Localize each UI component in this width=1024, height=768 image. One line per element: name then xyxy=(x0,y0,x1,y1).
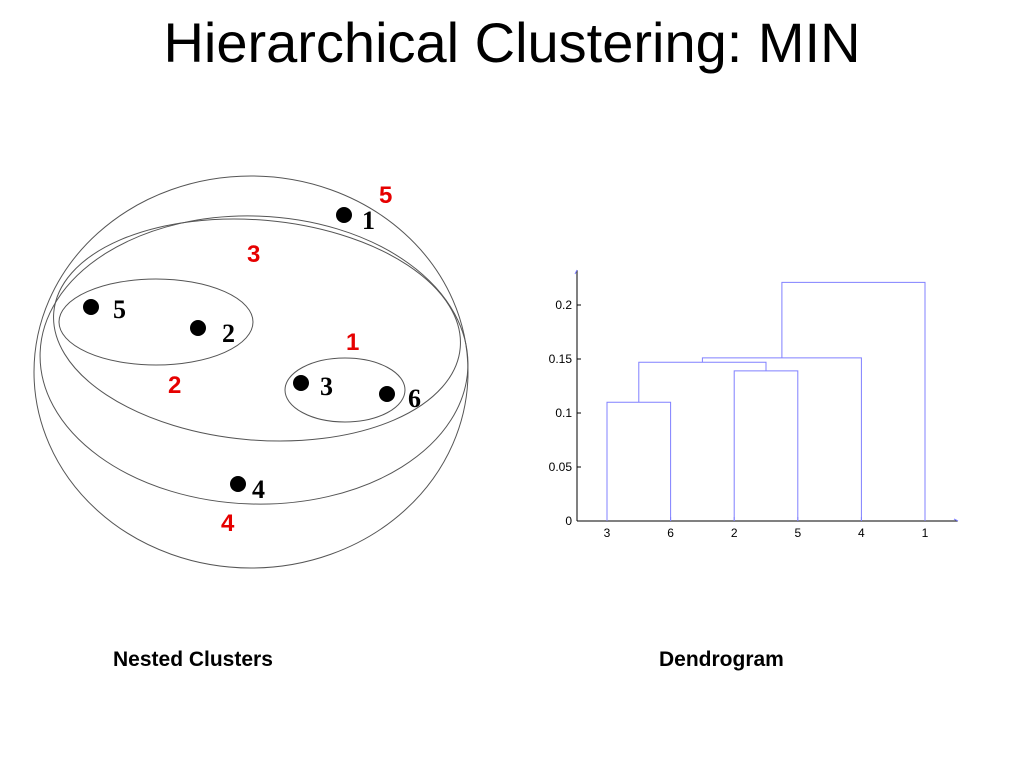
point-label-2: 2 xyxy=(222,319,235,348)
point-label-5: 5 xyxy=(113,295,126,324)
merge-label-4: 4 xyxy=(221,510,235,537)
cluster-outline-1 xyxy=(284,357,406,423)
x-axis-arrow xyxy=(953,518,959,522)
caption-nested-clusters: Nested Clusters xyxy=(113,648,273,671)
y-axis-arrow xyxy=(574,269,578,275)
y-tick-label-0: 0 xyxy=(565,514,572,528)
point-dot-1 xyxy=(336,207,352,223)
dendrogram-link-4 xyxy=(701,357,862,521)
point-dot-2 xyxy=(190,320,206,336)
merge-label-2: 2 xyxy=(168,372,181,399)
point-dot-3 xyxy=(293,375,309,391)
point-label-4: 4 xyxy=(252,475,265,504)
point-dot-5 xyxy=(83,299,99,315)
x-tick-label-1: 1 xyxy=(922,526,929,540)
y-tick-label-1: 0.05 xyxy=(549,460,573,474)
point-label-6: 6 xyxy=(408,384,421,413)
cluster-outline-5 xyxy=(33,175,469,569)
dendrogram: 0 0.05 0.1 0.15 0.2 3 6 2 5 4 1 xyxy=(549,269,959,540)
point-dot-4 xyxy=(230,476,246,492)
y-tick-label-4: 0.2 xyxy=(555,298,572,312)
dendrogram-link-3 xyxy=(638,361,767,403)
point-dot-6 xyxy=(379,386,395,402)
cluster-outline-4 xyxy=(39,215,469,505)
slide-title: Hierarchical Clustering: MIN xyxy=(163,11,861,74)
merge-labels: 1 2 3 4 5 xyxy=(168,182,392,537)
cluster-outline-3 xyxy=(53,218,461,442)
x-tick-label-4: 4 xyxy=(858,526,865,540)
dendrogram-link-2 xyxy=(733,370,799,521)
x-tick-label-3: 3 xyxy=(604,526,611,540)
x-tick-label-5: 5 xyxy=(794,526,801,540)
caption-dendrogram: Dendrogram xyxy=(659,648,784,671)
x-tick-label-2: 2 xyxy=(731,526,738,540)
cluster-outline-2 xyxy=(58,278,254,366)
point-label-3: 3 xyxy=(320,372,333,401)
merge-label-1: 1 xyxy=(346,329,359,356)
y-tick-label-2: 0.1 xyxy=(555,406,572,420)
x-tick-label-6: 6 xyxy=(667,526,674,540)
points xyxy=(83,207,395,492)
merge-label-3: 3 xyxy=(247,241,260,268)
point-label-1: 1 xyxy=(362,206,375,235)
y-tick-label-3: 0.15 xyxy=(549,352,573,366)
point-labels: 1 5 2 3 6 4 xyxy=(113,206,421,504)
dendrogram-link-1 xyxy=(606,401,672,521)
merge-label-5: 5 xyxy=(379,182,392,209)
dendrogram-link-5 xyxy=(781,281,926,521)
cluster-outlines xyxy=(33,175,469,569)
